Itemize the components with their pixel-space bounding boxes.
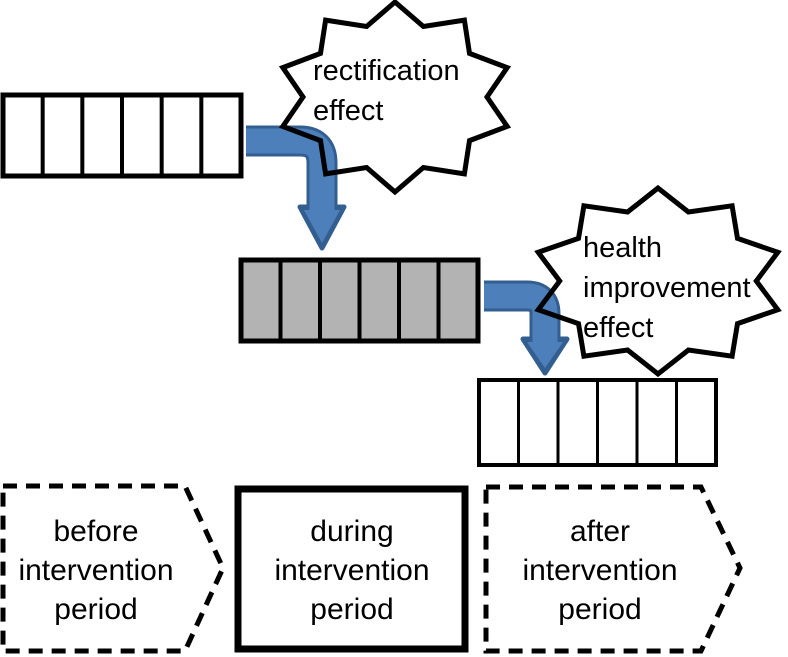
after-period-shape bbox=[483, 484, 743, 654]
before-period-bar bbox=[0, 92, 244, 179]
during-period-bar bbox=[238, 257, 481, 344]
during-period-shape bbox=[234, 485, 469, 653]
after-period-label: after intervention period bbox=[522, 515, 678, 626]
after-period-bar bbox=[477, 378, 718, 467]
before-period-shape bbox=[0, 483, 226, 654]
rectification-effect-label: rectification effect bbox=[313, 55, 460, 127]
rectification-arrow-body bbox=[246, 128, 335, 212]
during-period-label: during intervention period bbox=[274, 515, 430, 626]
rectification-arrowhead bbox=[304, 210, 340, 243]
health-improvement-effect-burst bbox=[534, 184, 782, 378]
health-improvement-arrowhead bbox=[527, 342, 563, 368]
health-improvement-arrow-body bbox=[484, 283, 558, 344]
rectification-arrow bbox=[246, 125, 347, 251]
health-improvement-effect-label: health improvement effect bbox=[583, 232, 751, 344]
before-period-label: before intervention period bbox=[18, 515, 174, 626]
health-improvement-arrow bbox=[484, 280, 570, 376]
rectification-effect-burst bbox=[278, 0, 512, 196]
